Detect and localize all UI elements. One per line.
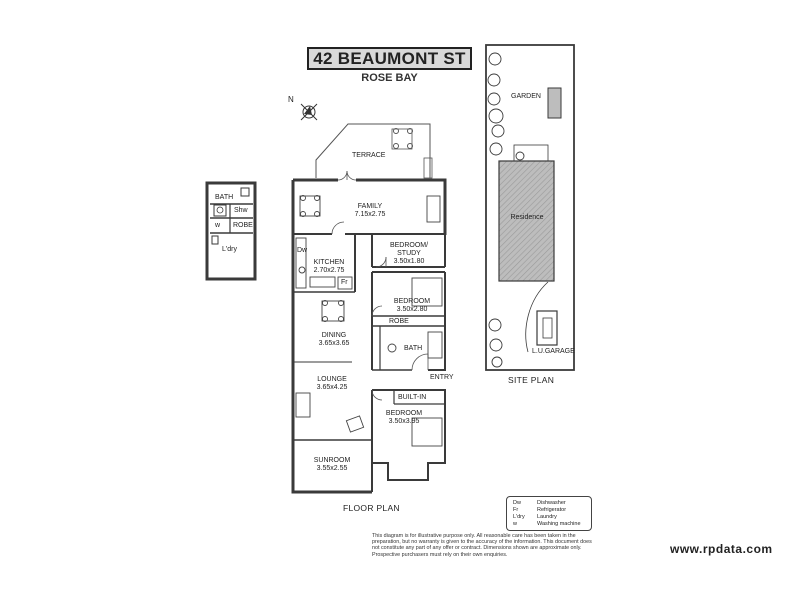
legend-meaning: Laundry xyxy=(537,514,557,520)
kitchen-size: 2.70x2.75 xyxy=(313,267,345,274)
outbuilding-shw-label: Shw xyxy=(234,207,248,214)
disclaimer-text: This diagram is for illustrative purpose… xyxy=(372,533,592,558)
bedroom-1-size: 3.50x2.80 xyxy=(396,306,428,313)
bedroom-2-label: BEDROOM xyxy=(385,410,423,417)
terrace xyxy=(315,123,433,179)
legend-meaning: Washing machine xyxy=(537,521,581,527)
fridge-label: Fr xyxy=(341,279,348,286)
outbuilding-w-label: w xyxy=(215,222,221,229)
kitchen-label: KITCHEN xyxy=(313,259,345,266)
garage-label: L.U.GARAGE xyxy=(532,348,575,355)
legend-abbr: w xyxy=(513,521,517,527)
doors xyxy=(331,170,429,401)
robe-label: ROBE xyxy=(389,318,409,325)
dishwasher-label: Dw xyxy=(297,247,308,254)
floor-plan-caption: FLOOR PLAN xyxy=(343,503,400,513)
family-label: FAMILY xyxy=(357,203,383,210)
outbuilding-laundry-label: L'dry xyxy=(222,246,237,253)
site-plan-caption: SITE PLAN xyxy=(508,375,555,385)
entry-label: ENTRY xyxy=(430,374,454,381)
outbuilding xyxy=(205,181,257,281)
north-arrow-icon xyxy=(300,103,318,121)
bedroom-study-size: 3.50x1.80 xyxy=(393,258,425,265)
legend: Dw Dishwasher Fr Refrigerator L'dry Laun… xyxy=(506,496,592,531)
sunroom-label: SUNROOM xyxy=(313,457,351,464)
legend-abbr: Dw xyxy=(513,500,521,506)
legend-abbr: L'dry xyxy=(513,514,525,520)
outbuilding-robe-label: ROBE xyxy=(233,222,253,229)
legend-abbr: Fr xyxy=(513,507,519,513)
family-size: 7.15x2.75 xyxy=(354,211,386,218)
page-subtitle: ROSE BAY xyxy=(361,72,418,84)
furniture xyxy=(295,195,443,447)
lounge-size: 3.65x4.25 xyxy=(316,384,348,391)
page-title: 42 BEAUMONT ST xyxy=(307,47,472,70)
legend-meaning: Refrigerator xyxy=(537,507,567,513)
bedroom-2-size: 3.50x3.95 xyxy=(388,418,420,425)
bedroom-study-label: BEDROOM/ xyxy=(389,242,429,249)
house-walls xyxy=(291,178,447,494)
sunroom-size: 3.55x2.55 xyxy=(316,465,348,472)
footer-url: www.rpdata.com xyxy=(670,542,773,556)
terrace-label: TERRACE xyxy=(352,152,386,159)
bedroom-study-label-2: STUDY xyxy=(397,250,421,257)
residence-label: Residence xyxy=(510,214,544,221)
dining-label: DINING xyxy=(321,332,347,339)
north-label: N xyxy=(288,95,294,104)
bath-label: BATH xyxy=(404,345,423,352)
built-in-label: BUILT-IN xyxy=(398,394,427,401)
legend-meaning: Dishwasher xyxy=(537,500,566,506)
outbuilding-bath-label: BATH xyxy=(215,194,234,201)
lounge-label: LOUNGE xyxy=(317,376,347,383)
dining-size: 3.65x3.65 xyxy=(318,340,350,347)
garden-label: GARDEN xyxy=(511,93,541,100)
bedroom-1-label: BEDROOM xyxy=(393,298,431,305)
site-plan xyxy=(485,44,575,371)
